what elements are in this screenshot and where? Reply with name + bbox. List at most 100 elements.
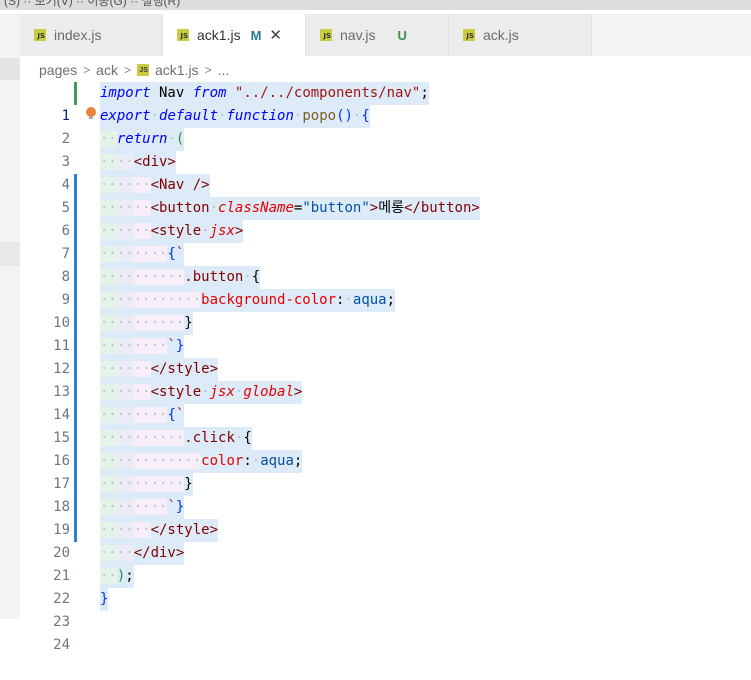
punctuation: = bbox=[293, 200, 303, 216]
modified-line-marker bbox=[74, 473, 77, 496]
punctuation: { bbox=[251, 269, 261, 285]
code-line[interactable]: 16 ··········.click·{ bbox=[20, 427, 751, 469]
code-line[interactable]: 23 } bbox=[20, 588, 751, 630]
code-line[interactable]: 17 ············color:·aqua; bbox=[20, 450, 751, 492]
jsx-tag: </div> bbox=[133, 545, 185, 561]
line-number: 22 bbox=[53, 591, 70, 607]
modified-line-marker bbox=[74, 427, 77, 450]
code-line[interactable]: 21 ····</div> bbox=[20, 542, 751, 584]
tab-ack1-js[interactable]: JS ack1.js M ✕ bbox=[163, 14, 306, 56]
jsx-tag: <style bbox=[150, 384, 202, 400]
tab-label: ack1.js bbox=[197, 27, 241, 43]
code-line[interactable]: 3 ··return·( bbox=[20, 128, 751, 170]
js-file-icon: JS bbox=[136, 64, 149, 76]
punctuation: { bbox=[167, 407, 176, 423]
code-line[interactable]: 20 ······</style> bbox=[20, 519, 751, 561]
line-number: 19 bbox=[53, 522, 70, 538]
breadcrumb-pages[interactable]: pages bbox=[39, 62, 78, 78]
punctuation: : bbox=[243, 453, 252, 469]
tab-label: index.js bbox=[54, 27, 102, 43]
code-line[interactable]: 13 ······</style> bbox=[20, 358, 751, 400]
breadcrumb-file[interactable]: ack1.js bbox=[154, 62, 199, 78]
line-number: 24 bbox=[53, 637, 70, 653]
line-number: 8 bbox=[61, 269, 70, 285]
menu-bar: (S) ·· 보기(V) ·· 이동(G) ·· 실행(R) bbox=[0, 0, 751, 10]
punctuation: ( bbox=[175, 131, 185, 147]
modified-badge: M bbox=[250, 27, 262, 43]
keyword: function bbox=[226, 108, 294, 124]
identifier: Nav bbox=[150, 85, 193, 101]
punctuation: } bbox=[175, 338, 185, 354]
code-line[interactable]: 9 ··········.button·{ bbox=[20, 266, 751, 308]
jsx-tag: <button bbox=[150, 200, 210, 216]
activity-bar-strip bbox=[0, 14, 20, 619]
modified-line-marker bbox=[74, 220, 77, 243]
keyword: from bbox=[192, 85, 227, 101]
code-line[interactable]: 15 ········{` bbox=[20, 404, 751, 446]
js-file-icon: JS bbox=[463, 29, 475, 41]
code-editor[interactable]: 1 import Nav from "../../components/nav"… bbox=[20, 82, 751, 653]
modified-line-marker bbox=[74, 404, 77, 427]
jsx-tag: </button> bbox=[403, 200, 480, 216]
jsx-attribute: jsx bbox=[209, 223, 235, 239]
punctuation: } bbox=[100, 591, 109, 607]
tab-ack-js[interactable]: JS ack.js bbox=[449, 14, 592, 56]
code-line[interactable]: 2 export·default·function·popo()·{ bbox=[20, 105, 751, 147]
punctuation: ; bbox=[293, 453, 303, 469]
code-line[interactable]: 10 ············background-color:·aqua; bbox=[20, 289, 751, 331]
js-file-icon: JS bbox=[320, 29, 332, 41]
tab-index-js[interactable]: JS index.js bbox=[20, 14, 163, 56]
code-line[interactable]: 6 ······<button·className="button">메롱</b… bbox=[20, 197, 751, 239]
breadcrumb-symbol[interactable]: ... bbox=[217, 62, 230, 78]
jsx-tag: </style> bbox=[150, 522, 219, 538]
modified-line-marker bbox=[74, 519, 77, 542]
modified-line-marker bbox=[74, 496, 77, 519]
line-number: 13 bbox=[53, 384, 70, 400]
css-value: aqua bbox=[352, 292, 387, 308]
code-line[interactable]: 7 ······<style·jsx> bbox=[20, 220, 751, 262]
code-line[interactable]: 12 ········`} bbox=[20, 335, 751, 377]
line-number: 10 bbox=[53, 315, 70, 331]
function-name: popo bbox=[302, 108, 337, 124]
line-number: 5 bbox=[61, 200, 70, 216]
line-number: 9 bbox=[61, 292, 70, 308]
code-line[interactable]: 19 ········`} bbox=[20, 496, 751, 538]
lightbulb-icon[interactable] bbox=[86, 107, 96, 119]
modified-line-marker bbox=[74, 174, 77, 197]
code-line[interactable]: 18 ··········} bbox=[20, 473, 751, 515]
punctuation: ; bbox=[420, 85, 429, 101]
code-line[interactable]: 1 import Nav from "../../components/nav"… bbox=[20, 82, 751, 124]
code-line[interactable]: 8 ········{` bbox=[20, 243, 751, 285]
code-line[interactable]: 22 ··); bbox=[20, 565, 751, 607]
menu-bar-text: (S) ·· 보기(V) ·· 이동(G) ·· 실행(R) bbox=[4, 0, 181, 8]
tab-label: ack.js bbox=[483, 27, 519, 43]
activity-marker bbox=[0, 58, 20, 80]
template-literal: ` bbox=[175, 407, 185, 423]
modified-line-marker bbox=[74, 450, 77, 473]
modified-line-marker bbox=[74, 358, 77, 381]
breadcrumb-ack[interactable]: ack bbox=[96, 62, 118, 78]
tab-nav-js[interactable]: JS nav.js U bbox=[306, 14, 449, 56]
jsx-attribute: global bbox=[243, 384, 294, 400]
code-line[interactable]: 14 ······<style·jsx·global> bbox=[20, 381, 751, 423]
close-icon[interactable]: ✕ bbox=[269, 27, 282, 44]
code-line[interactable]: 11 ··········} bbox=[20, 312, 751, 354]
template-literal: ` bbox=[175, 246, 185, 262]
code-line[interactable]: 4 ····<div> bbox=[20, 151, 751, 193]
punctuation: ; bbox=[125, 568, 134, 584]
punctuation: ; bbox=[386, 292, 396, 308]
jsx-attribute: jsx bbox=[209, 384, 235, 400]
modified-line-marker bbox=[74, 335, 77, 358]
code-line[interactable]: 5 ······<Nav /> bbox=[20, 174, 751, 216]
activity-marker bbox=[0, 242, 20, 266]
jsx-tag: <div> bbox=[133, 154, 176, 170]
chevron-right-icon: > bbox=[123, 63, 131, 77]
code-line[interactable]: 24 bbox=[20, 611, 751, 653]
string: "../../components/nav" bbox=[234, 85, 421, 101]
line-number: 18 bbox=[53, 499, 70, 515]
css-selector: .click bbox=[184, 430, 235, 446]
line-number: 4 bbox=[61, 177, 70, 193]
modified-line-marker bbox=[74, 243, 77, 266]
punctuation: { bbox=[167, 246, 176, 262]
line-number: 11 bbox=[53, 338, 70, 354]
